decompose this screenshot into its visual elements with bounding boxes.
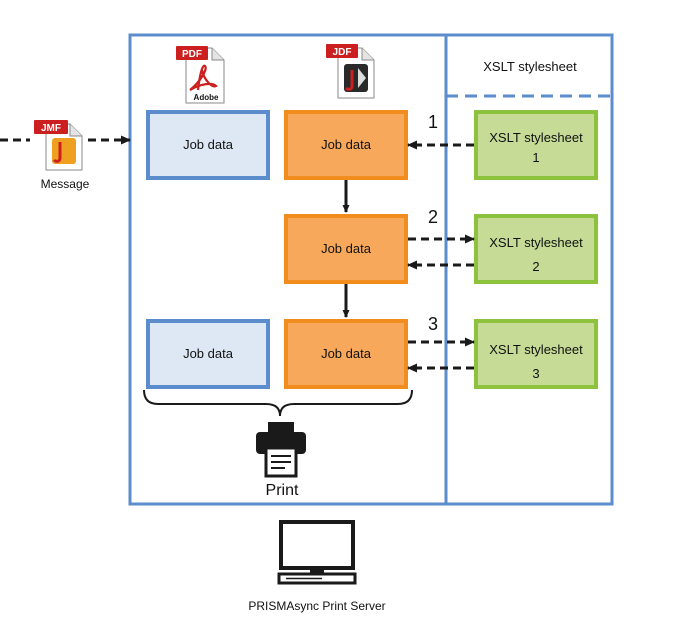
printer-icon xyxy=(256,422,306,478)
jdf-job-data-label-2: Job data xyxy=(321,241,372,256)
jmf-tag: JMF xyxy=(41,123,61,134)
stylesheet-column-header: XSLT stylesheet xyxy=(483,59,577,74)
pdf-job-data-box-1 xyxy=(146,110,270,180)
computer-icon xyxy=(277,520,357,585)
xslt-stylesheet-label-2: XSLT stylesheet xyxy=(489,235,583,250)
xslt-stylesheet-box-1 xyxy=(474,110,598,180)
step-number-3: 3 xyxy=(428,314,438,334)
xslt-stylesheet-label-3: XSLT stylesheet xyxy=(489,342,583,357)
pdf-tag: PDF xyxy=(182,49,202,60)
xslt-stylesheet-label-1: XSLT stylesheet xyxy=(489,130,583,145)
jdf-tag: JDF xyxy=(333,47,352,58)
print-label: Print xyxy=(266,482,299,499)
pdf-file-icon: PDF Adobe xyxy=(176,46,225,104)
xslt-stylesheet-box-2 xyxy=(474,214,598,284)
server-frame xyxy=(128,33,614,506)
step-number-1: 1 xyxy=(428,112,438,132)
print-brace xyxy=(143,389,413,417)
jdf-file-icon: JDF xyxy=(326,44,375,99)
jdf-job-data-box-3 xyxy=(284,319,408,389)
jdf-job-data-box-2 xyxy=(284,214,408,284)
jdf-job-data-label-3: Job data xyxy=(321,346,372,361)
xslt-stylesheet-index-2: 2 xyxy=(532,259,539,274)
step-number-2: 2 xyxy=(428,207,438,227)
pdf-job-data-label-1: Job data xyxy=(183,137,234,152)
jmf-message-icon: JMF xyxy=(34,120,83,171)
pdf-job-data-box-2 xyxy=(146,319,270,389)
pdf-job-data-label-2: Job data xyxy=(183,346,234,361)
xslt-stylesheet-index-3: 3 xyxy=(532,366,539,381)
jdf-job-data-box-1 xyxy=(284,110,408,180)
server-label: PRISMAsync Print Server xyxy=(248,599,385,613)
pdf-brand: Adobe xyxy=(194,93,219,102)
jdf-job-data-label-1: Job data xyxy=(321,137,372,152)
xslt-stylesheet-index-1: 1 xyxy=(532,150,539,165)
xslt-stylesheet-box-3 xyxy=(474,319,598,389)
message-label: Message xyxy=(41,177,90,191)
